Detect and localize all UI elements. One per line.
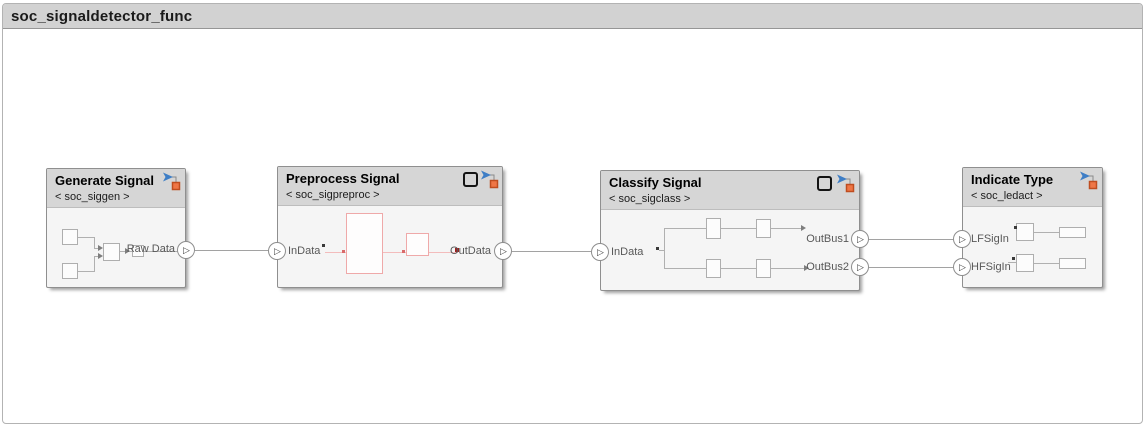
subsystem-reference-badge-icon[interactable]	[1078, 170, 1098, 190]
preview-block	[103, 243, 120, 261]
input-port-lfsigin[interactable]: ▷	[953, 230, 971, 248]
preview-port-dot	[402, 250, 405, 253]
preview-block	[132, 245, 144, 257]
preview-block	[62, 229, 78, 245]
subsystem-block-classify-signal[interactable]: Classify Signal < soc_sigclass >	[600, 170, 860, 291]
block-title: Indicate Type	[971, 172, 1054, 187]
port-triangle-icon: ▷	[500, 245, 507, 256]
model-title: soc_signaldetector_func	[11, 7, 193, 25]
preview-line	[120, 251, 178, 252]
preview-line	[771, 228, 802, 229]
preview-port-dot	[322, 244, 325, 247]
port-label-indata-classify: InData	[611, 246, 644, 258]
preview-block	[1016, 223, 1034, 241]
preview-line	[771, 268, 806, 269]
preview-port-dot	[455, 248, 459, 252]
preview-port-dot	[342, 250, 345, 253]
preview-line	[664, 228, 665, 269]
block-header: Generate Signal < soc_siggen >	[47, 169, 185, 208]
preview-arrow	[804, 265, 809, 271]
preview-port-dot	[656, 247, 659, 250]
signal-wire-outbus2-hfsigin[interactable]	[869, 267, 953, 268]
preview-arrow	[98, 245, 103, 251]
preview-line	[659, 250, 665, 251]
subsystem-reference-badge-icon[interactable]	[479, 169, 499, 189]
preview-line	[1008, 262, 1016, 263]
port-triangle-icon: ▷	[274, 245, 281, 256]
empty-square-badge[interactable]	[463, 172, 478, 187]
output-port-outbus2[interactable]: ▷	[851, 258, 869, 276]
preview-line	[721, 228, 756, 229]
input-port-indata-classify[interactable]: ▷	[591, 243, 609, 261]
preview-line	[94, 256, 95, 272]
block-title: Preprocess Signal	[286, 171, 400, 186]
port-triangle-icon: ▷	[959, 233, 966, 244]
preview-block	[1016, 254, 1034, 272]
preview-block	[1059, 227, 1086, 238]
port-triangle-icon: ▷	[959, 261, 966, 272]
input-port-hfsigin[interactable]: ▷	[953, 258, 971, 276]
preview-block	[706, 259, 721, 278]
preview-line	[721, 268, 756, 269]
preview-block	[1059, 258, 1086, 269]
subsystem-block-preprocess-signal[interactable]: Preprocess Signal < soc_sigpreproc >	[277, 166, 503, 288]
block-annotation: < soc_sigclass >	[609, 193, 691, 205]
preview-line	[1034, 263, 1059, 264]
port-label-outbus2: OutBus2	[806, 261, 849, 273]
preview-block	[406, 233, 429, 256]
preview-block	[756, 259, 771, 278]
port-label-raw-data: Raw Data	[126, 243, 175, 255]
signal-wire-outdata-indata[interactable]	[512, 251, 591, 252]
preview-line	[429, 252, 458, 253]
block-header: Indicate Type < soc_ledact >	[963, 168, 1102, 207]
preview-block	[756, 219, 771, 238]
port-label-indata-preprocess: InData	[288, 245, 321, 257]
subsystem-block-indicate-type[interactable]: Indicate Type < soc_ledact >	[962, 167, 1103, 288]
port-label-outbus1: OutBus1	[806, 233, 849, 245]
model-title-bar: soc_signaldetector_func	[3, 4, 1142, 29]
subsystem-reference-badge-icon[interactable]	[835, 173, 855, 193]
preview-line	[94, 248, 101, 249]
preview-arrow	[125, 248, 130, 254]
output-port-outdata[interactable]: ▷	[494, 242, 512, 260]
preview-line	[665, 268, 706, 269]
signal-wire-rawdata-indata[interactable]	[195, 250, 268, 251]
port-triangle-icon: ▷	[857, 261, 864, 272]
port-label-lfsigin: LFSigIn	[971, 233, 1009, 245]
preview-line	[94, 256, 101, 257]
model-canvas[interactable]: soc_signaldetector_func	[2, 3, 1143, 424]
block-header: Classify Signal < soc_sigclass >	[601, 171, 859, 210]
block-annotation: < soc_siggen >	[55, 191, 130, 203]
preview-line	[78, 237, 95, 238]
port-triangle-icon: ▷	[857, 233, 864, 244]
port-triangle-icon: ▷	[183, 244, 190, 255]
empty-square-badge[interactable]	[817, 176, 832, 191]
output-port-raw-data[interactable]: ▷	[177, 241, 195, 259]
preview-arrow	[801, 225, 806, 231]
preview-line	[383, 252, 406, 253]
preview-line	[78, 271, 95, 272]
preview-port-dot	[1014, 226, 1017, 229]
preview-port-dot	[1012, 257, 1015, 260]
output-port-outbus1[interactable]: ▷	[851, 230, 869, 248]
port-triangle-icon: ▷	[597, 246, 604, 257]
preview-line	[1034, 232, 1059, 233]
input-port-indata-preprocess[interactable]: ▷	[268, 242, 286, 260]
preview-arrow	[98, 253, 103, 259]
block-title: Generate Signal	[55, 173, 154, 188]
port-label-hfsigin: HFSigIn	[971, 261, 1011, 273]
block-title: Classify Signal	[609, 175, 702, 190]
subsystem-reference-badge-icon[interactable]	[161, 171, 181, 191]
preview-block	[346, 213, 383, 274]
preview-line	[665, 228, 706, 229]
preview-block	[706, 218, 721, 239]
preview-line	[325, 252, 346, 253]
subsystem-block-generate-signal[interactable]: Generate Signal < soc_siggen >	[46, 168, 186, 288]
preview-line	[94, 237, 95, 249]
signal-wire-outbus1-lfsigin[interactable]	[869, 239, 953, 240]
block-annotation: < soc_sigpreproc >	[286, 189, 380, 201]
port-label-outdata: OutData	[450, 245, 491, 257]
block-annotation: < soc_ledact >	[971, 190, 1043, 202]
preview-block	[62, 263, 78, 279]
